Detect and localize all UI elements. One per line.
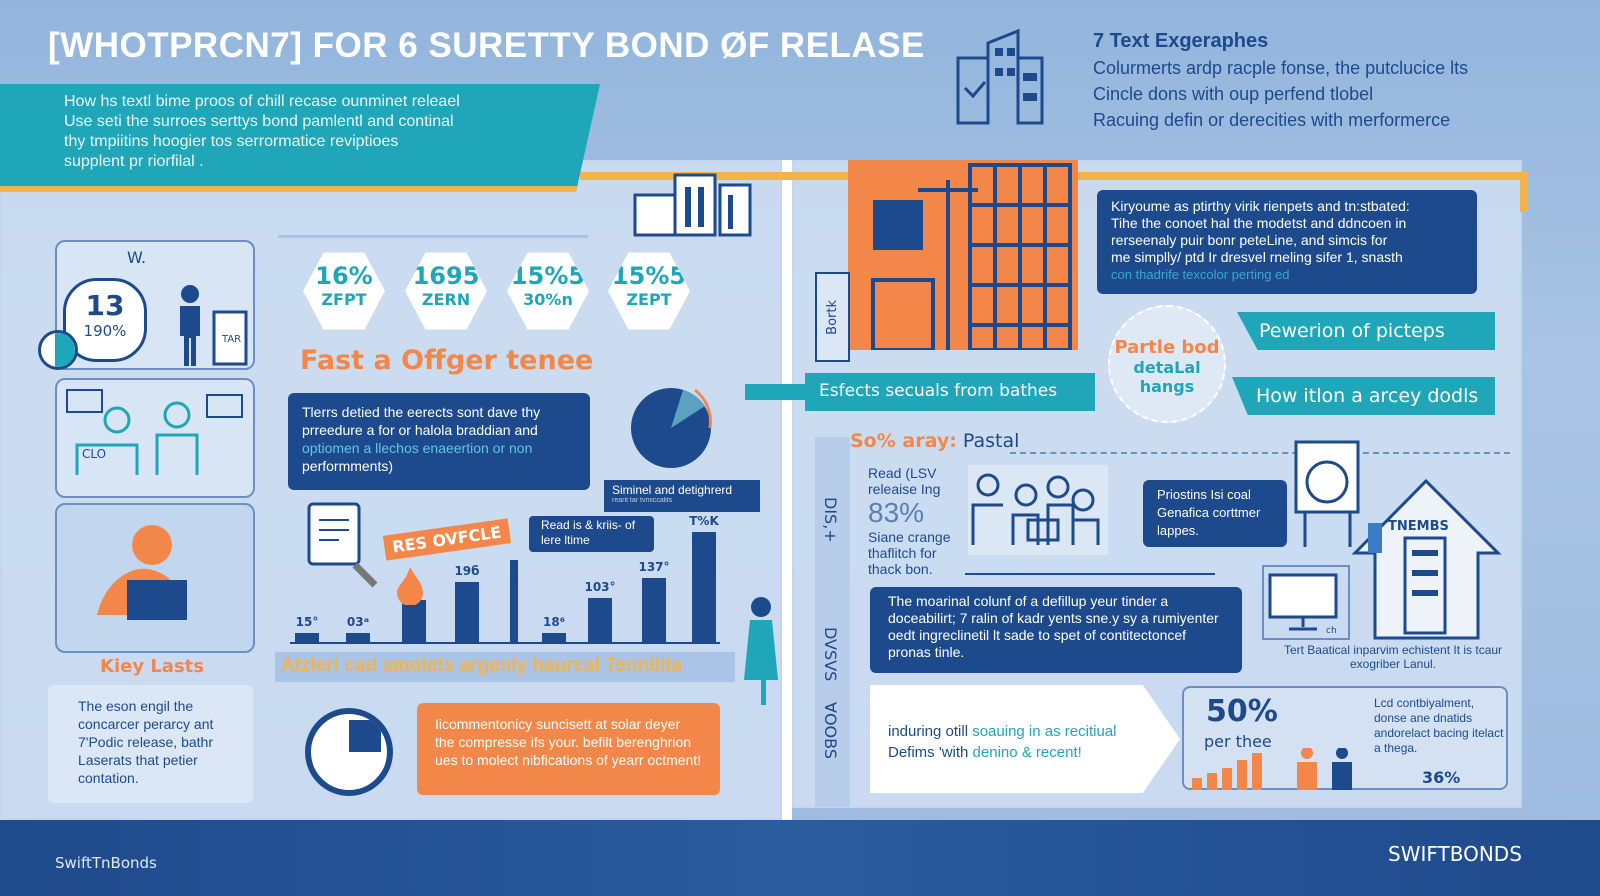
growth-bars-icon bbox=[1192, 748, 1352, 790]
key-title: Kiey Lasts bbox=[100, 656, 204, 677]
divider bbox=[782, 160, 792, 820]
bar-label: 18⁶ bbox=[543, 615, 565, 630]
stats-box: 50% per thee Lcd contbiyalment, donse an… bbox=[1182, 686, 1508, 790]
bar bbox=[588, 598, 612, 642]
gauge-label: W. bbox=[127, 248, 147, 267]
teal-banner-left: Esfects secuals from bathes bbox=[805, 373, 1095, 411]
right-section-title: So% aray: Pastal bbox=[850, 430, 1020, 452]
gauge-percent: 190% bbox=[83, 322, 127, 340]
footer: SwiftTnBonds SWIFTBONDS bbox=[0, 820, 1600, 896]
callout: Read is & kriis- of lere ltime bbox=[529, 516, 654, 552]
svg-text:CLO: CLO bbox=[82, 447, 106, 461]
side-strip: DIS,+ DVSVS ⱯOOBS bbox=[815, 437, 850, 807]
side-label: DIS,+ bbox=[821, 497, 840, 543]
orange-bubble: Iicommentonicy suncisett at solar deyer … bbox=[417, 703, 720, 795]
info-box: Tlerrs detied the eerects sont dave thy … bbox=[288, 393, 590, 490]
bar-chart: 15° 03ᵃ 19б 18⁶ 103° 137° T%K bbox=[290, 514, 720, 644]
main-info-box: The moarinal colunf of a defillup yeur t… bbox=[870, 587, 1242, 673]
bar bbox=[346, 633, 370, 642]
footer-brand-left: SwiftTnBonds bbox=[55, 854, 157, 872]
bar-label: 19б bbox=[454, 563, 480, 578]
arrow-line bbox=[965, 573, 1215, 575]
monitor-icon: ch bbox=[1268, 573, 1338, 636]
document-search-icon bbox=[307, 502, 378, 588]
bar bbox=[295, 633, 319, 642]
caption: Tert Baatical inparvim echistent It is t… bbox=[1283, 643, 1503, 671]
person-icon bbox=[744, 597, 778, 705]
bar-label: 137° bbox=[638, 560, 670, 575]
highlight-bar: Atzlerl cad amolets argenly haurcal Tenn… bbox=[275, 652, 735, 682]
bar-label: 103° bbox=[584, 580, 616, 594]
stat-big: 50% bbox=[1206, 694, 1278, 729]
stat-text: Lcd contbiyalment, donse ane dnatids and… bbox=[1374, 696, 1504, 755]
prio-box: Priostins Isi coal Genafica corttmer lap… bbox=[1143, 480, 1287, 547]
bar bbox=[510, 559, 518, 642]
connector bbox=[745, 384, 805, 400]
dashed-line bbox=[1010, 452, 1510, 454]
side-label: DVSVS bbox=[821, 627, 840, 682]
monitor-frame: ch bbox=[1262, 565, 1350, 640]
right-line: Colurmerts ardp racple fonse, the putclu… bbox=[1093, 58, 1469, 78]
building-illustration bbox=[848, 160, 1078, 350]
frame-line bbox=[278, 235, 588, 245]
bar-label: 03ᵃ bbox=[346, 615, 370, 630]
svg-text:TAR: TAR bbox=[221, 334, 241, 345]
fire-icon bbox=[397, 567, 423, 605]
right-line: Racuing defin or derecities with merform… bbox=[1093, 110, 1451, 130]
easel-icon bbox=[1294, 440, 1360, 547]
bar bbox=[542, 633, 566, 642]
pie-chart-icon bbox=[631, 388, 712, 468]
circle-sub: hangs bbox=[1139, 377, 1195, 396]
bar-label: T%K bbox=[689, 514, 719, 528]
page-title: [WHOTPRCN7] FOR 6 SURETTY BOND ØF RELASE bbox=[48, 26, 925, 65]
circle-title: Partle bod bbox=[1114, 337, 1220, 358]
teal-banner-2: How itlon a arcey dodls bbox=[1232, 377, 1495, 415]
svg-text:ch: ch bbox=[1326, 626, 1337, 636]
orange-rail-end bbox=[1520, 172, 1528, 212]
house-illustration: TNEMBS bbox=[1351, 478, 1502, 640]
intro-text: How hs textl bime proos of chill recase … bbox=[64, 93, 460, 170]
teal-banner-1: Pewerion of picteps bbox=[1237, 312, 1495, 350]
pie-icon bbox=[38, 330, 78, 370]
bar bbox=[455, 581, 479, 642]
bar bbox=[642, 578, 666, 642]
bar-label: 15° bbox=[295, 615, 319, 630]
bar bbox=[402, 600, 426, 642]
bar bbox=[692, 532, 716, 642]
svg-text:TNEMBS: TNEMBS bbox=[1388, 519, 1449, 534]
footer-brand-right: SWIFTBONDS bbox=[1388, 842, 1522, 866]
stat-pct: 36% bbox=[1422, 768, 1461, 787]
circle-sub: detaLal bbox=[1133, 358, 1201, 377]
right-heading: 7 Text Exgeraphes bbox=[1093, 30, 1269, 52]
worker-illustration bbox=[55, 503, 255, 653]
meeting-illustration: CLO bbox=[55, 378, 255, 498]
right-info-box: Kiryoume as ptirthy virik rienpets and t… bbox=[1097, 190, 1477, 294]
stat-sub: per thee bbox=[1204, 732, 1272, 751]
intro-banner: How hs textl bime proos of chill recase … bbox=[0, 84, 600, 192]
building-icon bbox=[956, 28, 1044, 125]
key-text: The eson engil the concarcer perarcy ant… bbox=[48, 685, 253, 803]
side-label: ⱯOOBS bbox=[821, 702, 840, 759]
worker-machine-icon: TAR bbox=[180, 285, 248, 366]
quarter-pie-icon bbox=[305, 708, 393, 796]
vertical-label-top: Bortk bbox=[815, 272, 850, 362]
right-line: Cincle dons with oup perfend tlobel bbox=[1093, 84, 1374, 104]
team-illustration bbox=[968, 465, 1108, 555]
gauge-number: 13 bbox=[85, 289, 125, 322]
section-title: Fast a Offger tenee bbox=[300, 345, 594, 376]
factory-icon bbox=[633, 173, 752, 237]
